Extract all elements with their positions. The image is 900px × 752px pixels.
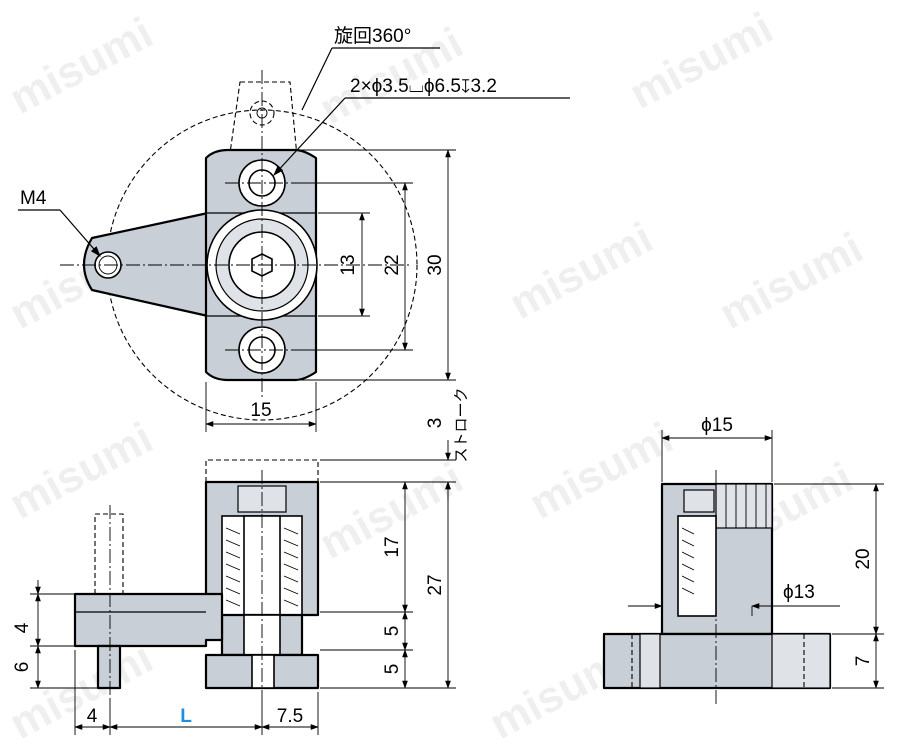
hole-spec-label: 2×ϕ3.5⌴ϕ6.5↧3.2 — [350, 76, 497, 97]
dim-27: 27 — [425, 574, 446, 595]
dim-7: 7 — [853, 656, 874, 667]
top-view — [18, 47, 570, 421]
dim-13: 13 — [338, 254, 359, 275]
arm-side — [73, 592, 224, 648]
dim-30: 30 — [425, 254, 446, 275]
dim-17: 17 — [382, 536, 403, 557]
arm — [82, 211, 210, 318]
watermark-text: misumi — [2, 8, 161, 124]
watermark-text: misumi — [2, 633, 161, 749]
dim-phi15: ϕ15 — [701, 415, 733, 436]
watermark-text: misumi — [622, 3, 781, 119]
front-view — [73, 459, 320, 700]
dim-phi13: ϕ13 — [783, 582, 815, 603]
watermark-text: misumi — [522, 413, 681, 529]
watermark-text: misumi — [2, 413, 161, 529]
spring-right — [283, 527, 299, 607]
dim-5b: 5 — [382, 664, 403, 675]
watermark-text: misumi — [712, 223, 871, 339]
side-view — [602, 470, 832, 705]
rotation-label: 旋回360° — [334, 25, 411, 47]
dim-4-horizontal: 4 — [87, 706, 98, 727]
top-dimensions — [205, 149, 456, 432]
front-dimensions — [30, 440, 456, 735]
stroke-label: ストローク — [453, 387, 470, 462]
side-dimensions — [628, 430, 884, 689]
labels: 旋回360° 2×ϕ3.5⌴ϕ6.5↧3.2 M4 13 22 30 15 3 … — [12, 25, 874, 727]
dim-4-vertical: 4 — [12, 622, 33, 633]
knurl — [715, 483, 773, 529]
thread-label: M4 — [20, 188, 47, 209]
spring-side — [681, 527, 695, 595]
spring-left — [225, 527, 241, 607]
dim-5a: 5 — [382, 626, 403, 637]
dim-L: L — [180, 706, 192, 727]
dim-20: 20 — [853, 548, 874, 569]
watermark-text: misumi — [502, 213, 661, 329]
dim-7-5: 7.5 — [277, 706, 303, 727]
dim-stroke: 3 — [425, 418, 446, 429]
dim-6: 6 — [12, 662, 33, 673]
dim-15: 15 — [250, 400, 271, 421]
dim-22: 22 — [382, 254, 403, 275]
